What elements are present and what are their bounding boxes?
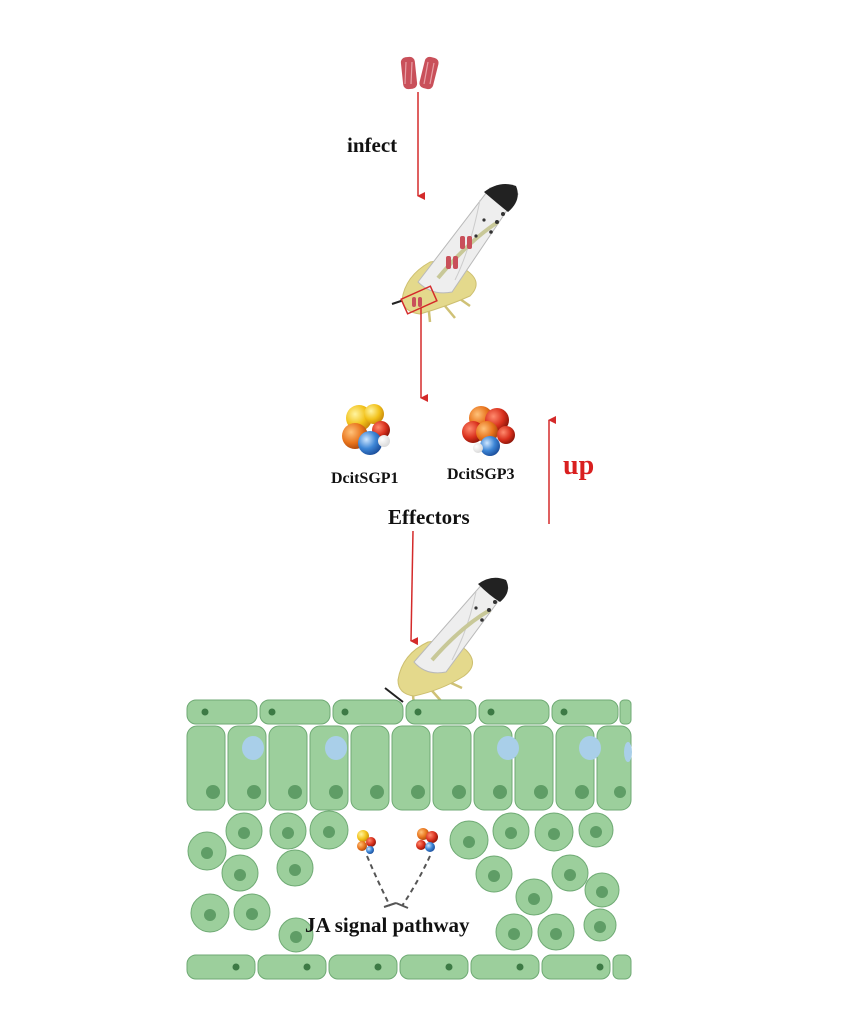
upper-epidermis bbox=[186, 699, 632, 725]
effector-1-label: DcitSGP1 bbox=[331, 470, 399, 487]
effectors-label: Effectors bbox=[388, 505, 470, 529]
protein-icon bbox=[462, 406, 515, 456]
insect-icon bbox=[391, 184, 519, 323]
leaf-tissue bbox=[186, 699, 632, 980]
insect-icon bbox=[384, 577, 509, 707]
effector-arrow bbox=[410, 530, 419, 646]
bacteria-icon bbox=[400, 56, 439, 90]
protein-icon bbox=[342, 404, 390, 455]
pathway-label: JA signal pathway bbox=[305, 913, 470, 937]
lower-epidermis bbox=[186, 954, 632, 980]
upregulation-label: up bbox=[563, 450, 595, 481]
protein-icon bbox=[416, 828, 438, 852]
spongy-nuclei bbox=[201, 826, 608, 943]
infect-label: infect bbox=[347, 133, 398, 157]
inhibition-arrows bbox=[366, 855, 431, 909]
palisade-layer bbox=[186, 725, 632, 811]
effector-2-label: DcitSGP3 bbox=[447, 466, 515, 483]
protein-icon bbox=[357, 830, 376, 854]
